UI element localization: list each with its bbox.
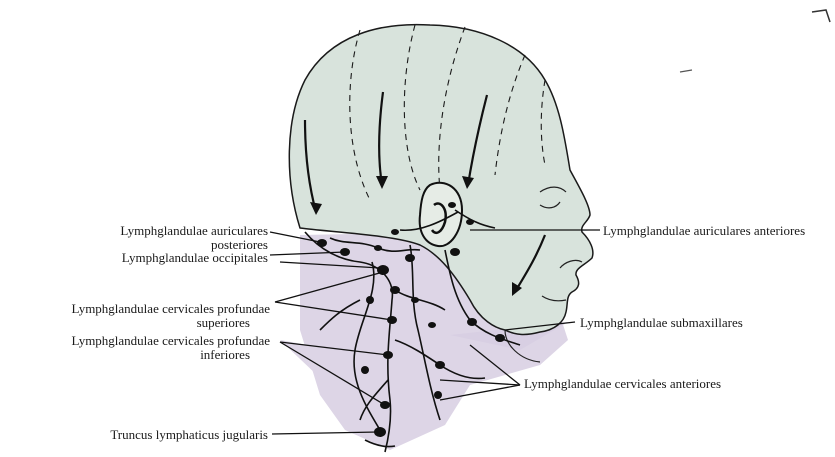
- label-cerv-prof-sup-2: superiores: [0, 316, 250, 329]
- label-occipitales: Lymphglandulae occipitales: [70, 251, 268, 264]
- label-truncus: Truncus lymphaticus jugularis: [40, 428, 268, 441]
- corner-mark: [812, 10, 830, 22]
- label-cerv-ant: Lymphglandulae cervicales anteriores: [524, 377, 721, 390]
- label-cerv-prof-inf-1: Lymphglandulae cervicales profundae: [0, 334, 270, 347]
- label-cerv-prof-inf-2: inferiores: [0, 348, 250, 361]
- stray-mark: [680, 70, 692, 72]
- label-auricular-post-1: Lymphglandulae auriculares: [80, 224, 268, 237]
- label-cerv-prof-sup-1: Lymphglandulae cervicales profundae: [0, 302, 270, 315]
- label-submaxillares: Lymphglandulae submaxillares: [580, 316, 743, 329]
- label-auricular-ant: Lymphglandulae auriculares anteriores: [603, 224, 805, 237]
- ear: [420, 183, 462, 246]
